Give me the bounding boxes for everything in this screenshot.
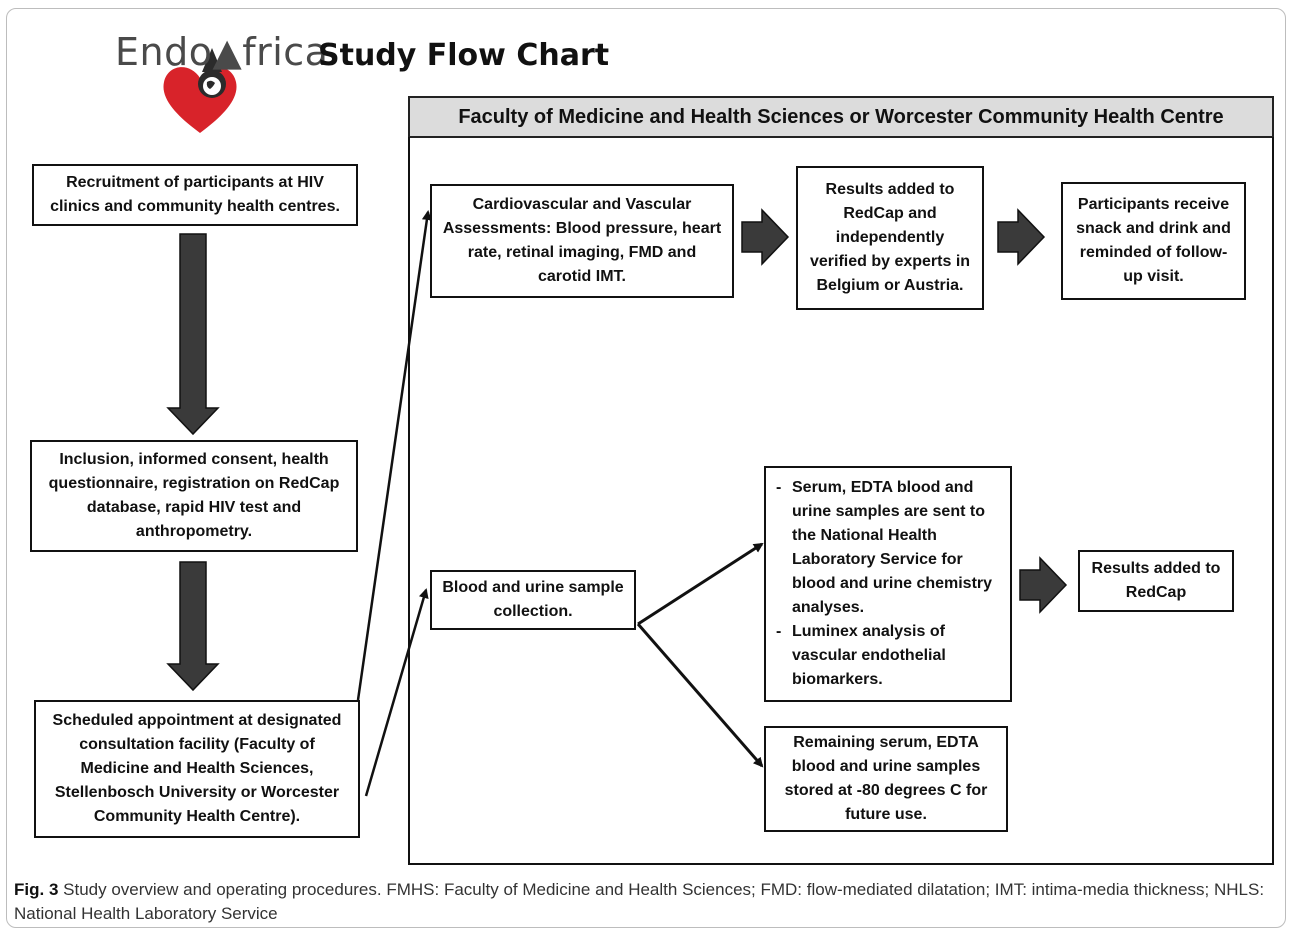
figure-frame <box>6 8 1286 928</box>
results-added-box: Results added to RedCap <box>1078 550 1234 612</box>
caption-text: Study overview and operating procedures.… <box>14 880 1265 923</box>
blood-collection-box: Blood and urine sample collection. <box>430 570 636 630</box>
right-arrow <box>741 208 790 266</box>
samples-bullet: Serum, EDTA blood and urine samples are … <box>770 476 1000 620</box>
heart-logo-icon <box>163 48 237 133</box>
recruitment-box: Recruitment of participants at HIV clini… <box>32 164 358 226</box>
samples-list: Serum, EDTA blood and urine samples are … <box>770 476 1000 692</box>
connector-arrow <box>356 210 432 701</box>
caption-label: Fig. 3 <box>14 880 59 899</box>
samples-bullet: Luminex analysis of vascular endothelial… <box>770 620 1000 692</box>
down-arrow <box>166 233 220 436</box>
facility-container <box>408 137 1274 865</box>
results-verified-box: Results added to RedCap and independentl… <box>796 166 984 310</box>
down-arrow <box>166 561 220 692</box>
connector-arrow <box>636 623 764 768</box>
appointment-box: Scheduled appointment at designated cons… <box>34 700 360 838</box>
stored-box: Remaining serum, EDTA blood and urine sa… <box>764 726 1008 832</box>
snack-box: Participants receive snack and drink and… <box>1061 182 1246 300</box>
logo-text: Endo▲frica <box>115 30 329 74</box>
figure-caption: Fig. 3 Study overview and operating proc… <box>14 878 1274 926</box>
page-title: Study Flow Chart <box>318 38 610 73</box>
connector-arrow <box>364 588 429 797</box>
facility-header: Faculty of Medicine and Health Sciences … <box>408 96 1274 138</box>
right-arrow <box>997 208 1046 266</box>
right-arrow <box>1019 556 1068 614</box>
assessments-box: Cardiovascular and Vascular Assessments:… <box>430 184 734 298</box>
samples-box: Serum, EDTA blood and urine samples are … <box>764 466 1012 702</box>
connector-arrow <box>637 542 764 626</box>
inclusion-box: Inclusion, informed consent, health ques… <box>30 440 358 552</box>
